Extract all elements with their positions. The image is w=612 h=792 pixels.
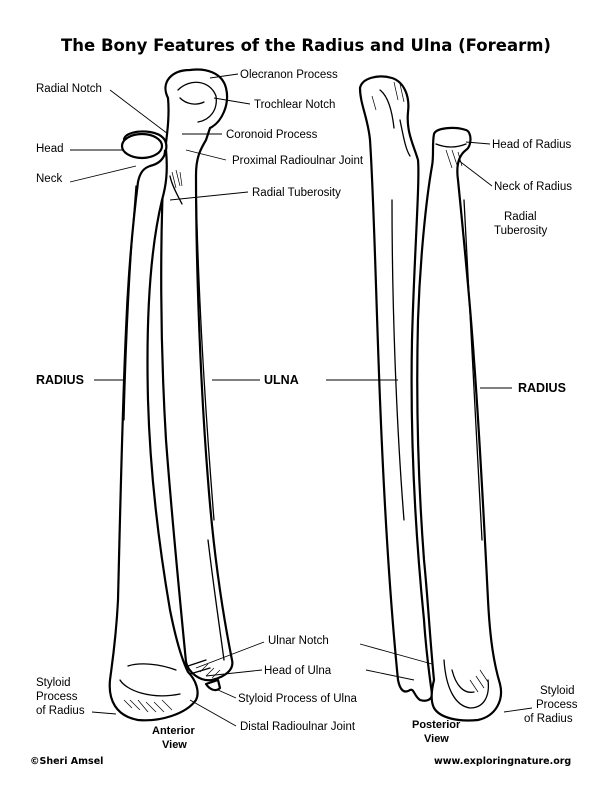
label-anterior-view-2: View [162, 739, 187, 751]
label-neck-of-radius: Neck of Radius [494, 181, 572, 193]
label-styloid-process-of-ulna: Styloid Process of Ulna [238, 693, 357, 705]
label-posterior-view-1: Posterior [412, 719, 461, 731]
label-olecranon-process: Olecranon Process [240, 69, 338, 81]
posterior-radius [416, 126, 503, 722]
page-title: The Bony Features of the Radius and Ulna… [61, 36, 551, 55]
label-radial-tuberosity: Radial Tuberosity [252, 187, 341, 199]
label-radial-tuberosity-posterior-1: Radial [504, 211, 537, 223]
label-posterior-view-2: View [424, 733, 449, 745]
label-styloid-radius-anterior-2: Process [36, 691, 78, 703]
label-trochlear-notch: Trochlear Notch [254, 99, 335, 111]
anterior-radius [108, 130, 222, 722]
label-proximal-radioulnar-joint: Proximal Radioulnar Joint [232, 155, 364, 167]
label-coronoid-process: Coronoid Process [226, 129, 318, 141]
anterior-leaders [69, 73, 265, 727]
label-styloid-radius-posterior-1: Styloid [540, 685, 575, 697]
label-ulnar-notch: Ulnar Notch [268, 635, 329, 647]
label-distal-radioulnar-joint: Distal Radioulnar Joint [240, 721, 356, 733]
anterior-ulna [160, 68, 234, 682]
label-styloid-radius-anterior-3: of Radius [36, 705, 85, 717]
label-head-of-ulna: Head of Ulna [264, 665, 332, 677]
website-text: www.exploringnature.org [434, 756, 571, 767]
posterior-leaders [326, 141, 533, 713]
label-radius-posterior: RADIUS [518, 381, 566, 395]
label-radial-tuberosity-posterior-2: Tuberosity [494, 225, 548, 237]
label-styloid-radius-posterior-2: Process [536, 699, 578, 711]
label-styloid-radius-posterior-3: of Radius [524, 713, 573, 725]
label-ulna: ULNA [264, 373, 299, 387]
label-radial-notch: Radial Notch [36, 83, 102, 95]
label-radius-anterior: RADIUS [36, 373, 84, 387]
label-anterior-view-1: Anterior [152, 725, 196, 737]
label-styloid-radius-anterior-1: Styloid [36, 677, 71, 689]
label-neck: Neck [36, 173, 62, 185]
copyright-text: ©Sheri Amsel [30, 756, 103, 767]
label-head-of-radius: Head of Radius [492, 139, 572, 151]
label-head: Head [36, 143, 64, 155]
